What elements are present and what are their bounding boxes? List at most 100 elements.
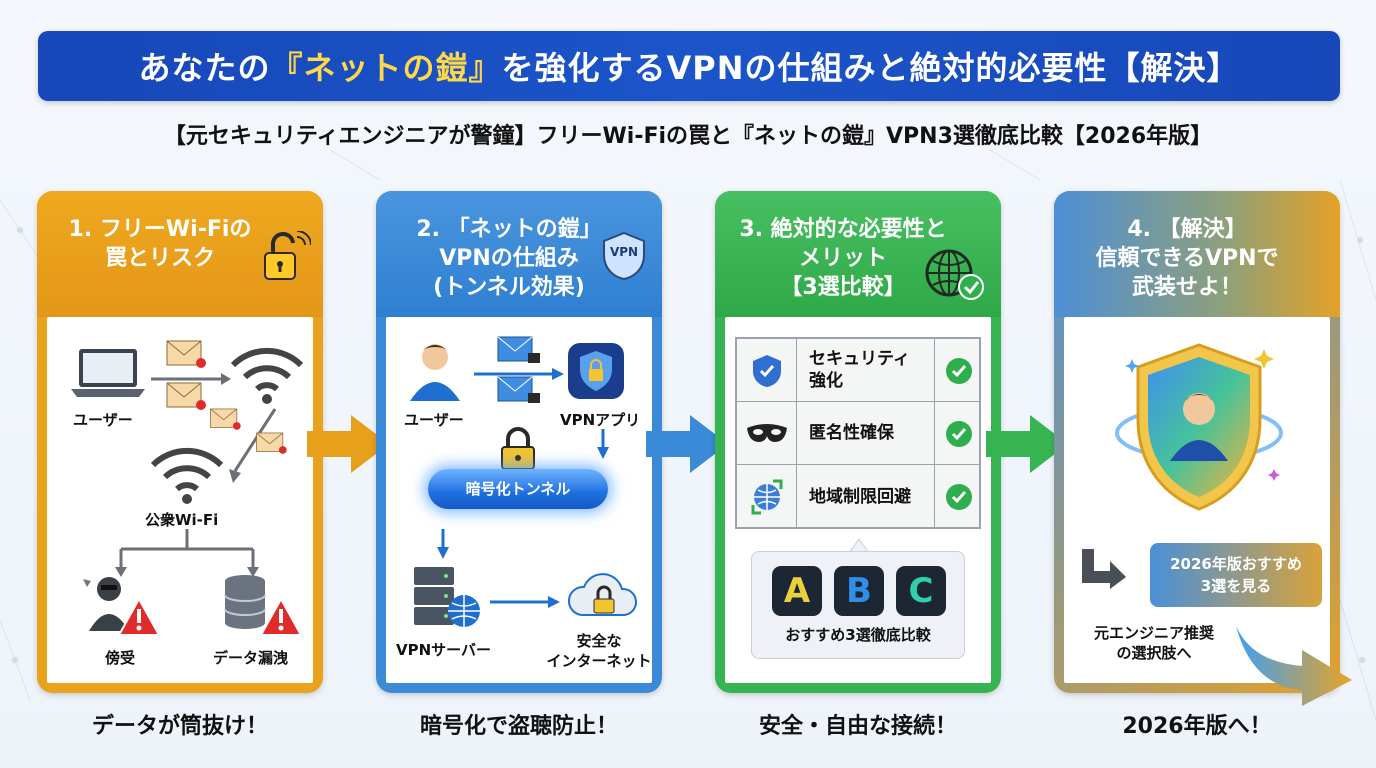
merit-row: セキュリティ強化: [737, 339, 979, 402]
panel-2-app-label: VPNアプリ: [560, 411, 641, 429]
user-icon: [410, 344, 460, 401]
check-circle-icon: [946, 484, 972, 510]
lock-open-icon: [264, 231, 311, 280]
panel-3-body: セキュリティ強化 匿名性確保 地域制限回避: [725, 317, 991, 683]
subtitle: 【元セキュリティエンジニアが警鐘】フリーWi-Fiの罠と『ネットの鎧』VPN3選…: [163, 124, 1213, 149]
panel-4-heading-line2: 信頼できるVPNで: [1095, 246, 1279, 271]
mail-icon: [166, 340, 206, 368]
panel-1-heading: 1. フリーWi-Fiの 罠とリスク: [37, 191, 323, 317]
merits-table: セキュリティ強化 匿名性確保 地域制限回避: [735, 337, 981, 529]
mail-lock-icon: [497, 336, 540, 403]
view-2026-recommendations-button[interactable]: 2026年版おすすめ 3選を見る: [1150, 543, 1322, 607]
arrow-right-icon: [986, 415, 1068, 473]
warning-icon: [117, 597, 161, 636]
panel-2-heading-line1: 2. 「ネットの鎧」: [416, 217, 602, 242]
title-text-after: を強化するVPNの仕組みと絶対的必要性【解決】: [501, 49, 1240, 87]
panel-3-heading-line3: 【3選比較】: [780, 275, 906, 300]
panel-1-body: ユーザー: [47, 317, 313, 683]
merit-label: 匿名性確保: [797, 402, 935, 464]
check-circle-icon: [946, 421, 972, 447]
vpn-logo-c[interactable]: C: [896, 566, 946, 616]
server-icon: [414, 567, 480, 627]
panel-vpn-mechanism: 2. 「ネットの鎧」 VPNの仕組み (トンネル効果) VPN ユーザー: [376, 191, 662, 693]
panel-2-internet-label: 安全な インターネット: [546, 631, 652, 671]
panel-3-heading-line2: メリット: [798, 246, 887, 271]
vpn-logo-b[interactable]: B: [834, 566, 884, 616]
panel-free-wifi-risk: 1. フリーWi-Fiの 罠とリスク ユーザー: [37, 191, 323, 693]
note-line2: の選択肢へ: [1116, 644, 1192, 662]
title-text-highlight: 『ネットの鎧』: [270, 49, 502, 87]
cta-line2: 3選を見る: [1200, 577, 1272, 595]
panel-1-heading-line1: 1. フリーWi-Fiの: [68, 217, 252, 242]
engineer-recommended-note: 元エンジニア推奨 の選択肢へ: [1084, 623, 1224, 663]
panel-2-server-label: VPNサーバー: [396, 641, 492, 659]
panel-4-heading-line1: 4. 【解決】: [1127, 217, 1247, 242]
title-text-before: あなたの: [138, 49, 271, 87]
panel-4-heading-line3: 武装せよ！: [1131, 275, 1242, 300]
recommended-label: おすすめ3選徹底比較: [785, 626, 931, 644]
merit-label: 地域制限回避: [797, 465, 935, 528]
warning-icon: [259, 597, 303, 636]
panel-necessity-merits: 3. 絶対的な必要性と メリット 【3選比較】 セキュリティ強化: [715, 191, 1001, 693]
panel-4-body: 2026年版おすすめ 3選を見る 元エンジニア推奨 の選択肢へ: [1064, 317, 1330, 683]
globe-arrows-icon: [751, 479, 783, 515]
arrow-turn-icon: [1082, 549, 1126, 589]
cloud-lock-icon: [567, 573, 637, 616]
panel-4-heading: 4. 【解決】 信頼できるVPNで 武装せよ！: [1054, 191, 1340, 317]
panel-2-heading-line2: VPNの仕組み: [439, 246, 579, 271]
wifi-icon: [150, 447, 224, 504]
panel-3-heading-line1: 3. 絶対的な必要性と: [739, 217, 947, 242]
panel-1-caption: データが筒抜け！: [91, 714, 268, 739]
hacker-icon: [83, 577, 129, 631]
panel-4-caption: 2026年版へ！: [1122, 714, 1272, 739]
shield-lock-icon: [568, 343, 624, 399]
shield-check-icon: [753, 355, 781, 387]
laptop-icon: [71, 349, 145, 397]
recommended-vpn-box[interactable]: A B C おすすめ3選徹底比較: [751, 551, 965, 659]
callout-pointer: [849, 538, 869, 553]
arrow-right-icon: [646, 415, 728, 473]
panel-2-caption: 暗号化で盗聴防止！: [419, 714, 618, 739]
panel-1-wifi-label: 公衆Wi-Fi: [145, 511, 219, 529]
panel-1-risk-eavesdrop: 傍受: [105, 649, 136, 667]
panel-2-body: ユーザー VPNアプリ 暗号化トンネル: [386, 317, 652, 683]
wifi-icon: [230, 347, 304, 404]
panel-2-internet-line1: 安全な: [576, 632, 622, 650]
arrow-right-icon: [307, 415, 389, 473]
mask-icon: [747, 424, 787, 442]
encrypted-tunnel: 暗号化トンネル: [428, 469, 608, 509]
flow-arrows: [151, 373, 277, 483]
shield-user-icon: [1115, 343, 1283, 511]
panel-2-user-label: ユーザー: [404, 411, 464, 429]
panel-2-internet-line2: インターネット: [546, 652, 652, 670]
merit-row: 匿名性確保: [737, 402, 979, 465]
panel-1-user-label: ユーザー: [73, 411, 133, 429]
panel-2-heading: 2. 「ネットの鎧」 VPNの仕組み (トンネル効果) VPN: [376, 191, 662, 317]
flow-arrow: [474, 368, 564, 380]
flow-arrow: [597, 429, 609, 459]
mail-icon: [210, 408, 241, 430]
vpn-logo-a[interactable]: A: [772, 566, 822, 616]
vpn-badge-text: VPN: [609, 245, 639, 259]
mail-icon: [166, 382, 206, 410]
panel-3-heading: 3. 絶対的な必要性と メリット 【3選比較】: [715, 191, 1001, 317]
arrow-right-icon[interactable]: [1232, 622, 1356, 706]
branch-lines: [115, 529, 259, 577]
vpn-badge-icon: VPN: [602, 231, 646, 281]
check-circle-icon: [946, 358, 972, 384]
panel-2-heading-line3: (トンネル効果): [433, 275, 585, 300]
flow-arrow: [490, 596, 560, 608]
padlock-icon: [501, 427, 535, 470]
merit-row: 地域制限回避: [737, 465, 979, 528]
panel-1-heading-line2: 罠とリスク: [104, 246, 215, 271]
globe-check-icon: [925, 249, 984, 300]
panel-3-caption: 安全・自由な接続！: [758, 714, 957, 739]
note-line1: 元エンジニア推奨: [1093, 624, 1214, 642]
panel-1-risk-leak: データ漏洩: [213, 649, 289, 667]
cta-line1: 2026年版おすすめ: [1170, 555, 1302, 573]
mail-icon: [256, 432, 287, 454]
database-icon: [224, 575, 266, 629]
main-title-banner: あなたの『ネットの鎧』を強化するVPNの仕組みと絶対的必要性【解決】: [38, 31, 1340, 101]
panel-solution: 4. 【解決】 信頼できるVPNで 武装せよ！ 2026年版おすすめ 3: [1054, 191, 1340, 693]
